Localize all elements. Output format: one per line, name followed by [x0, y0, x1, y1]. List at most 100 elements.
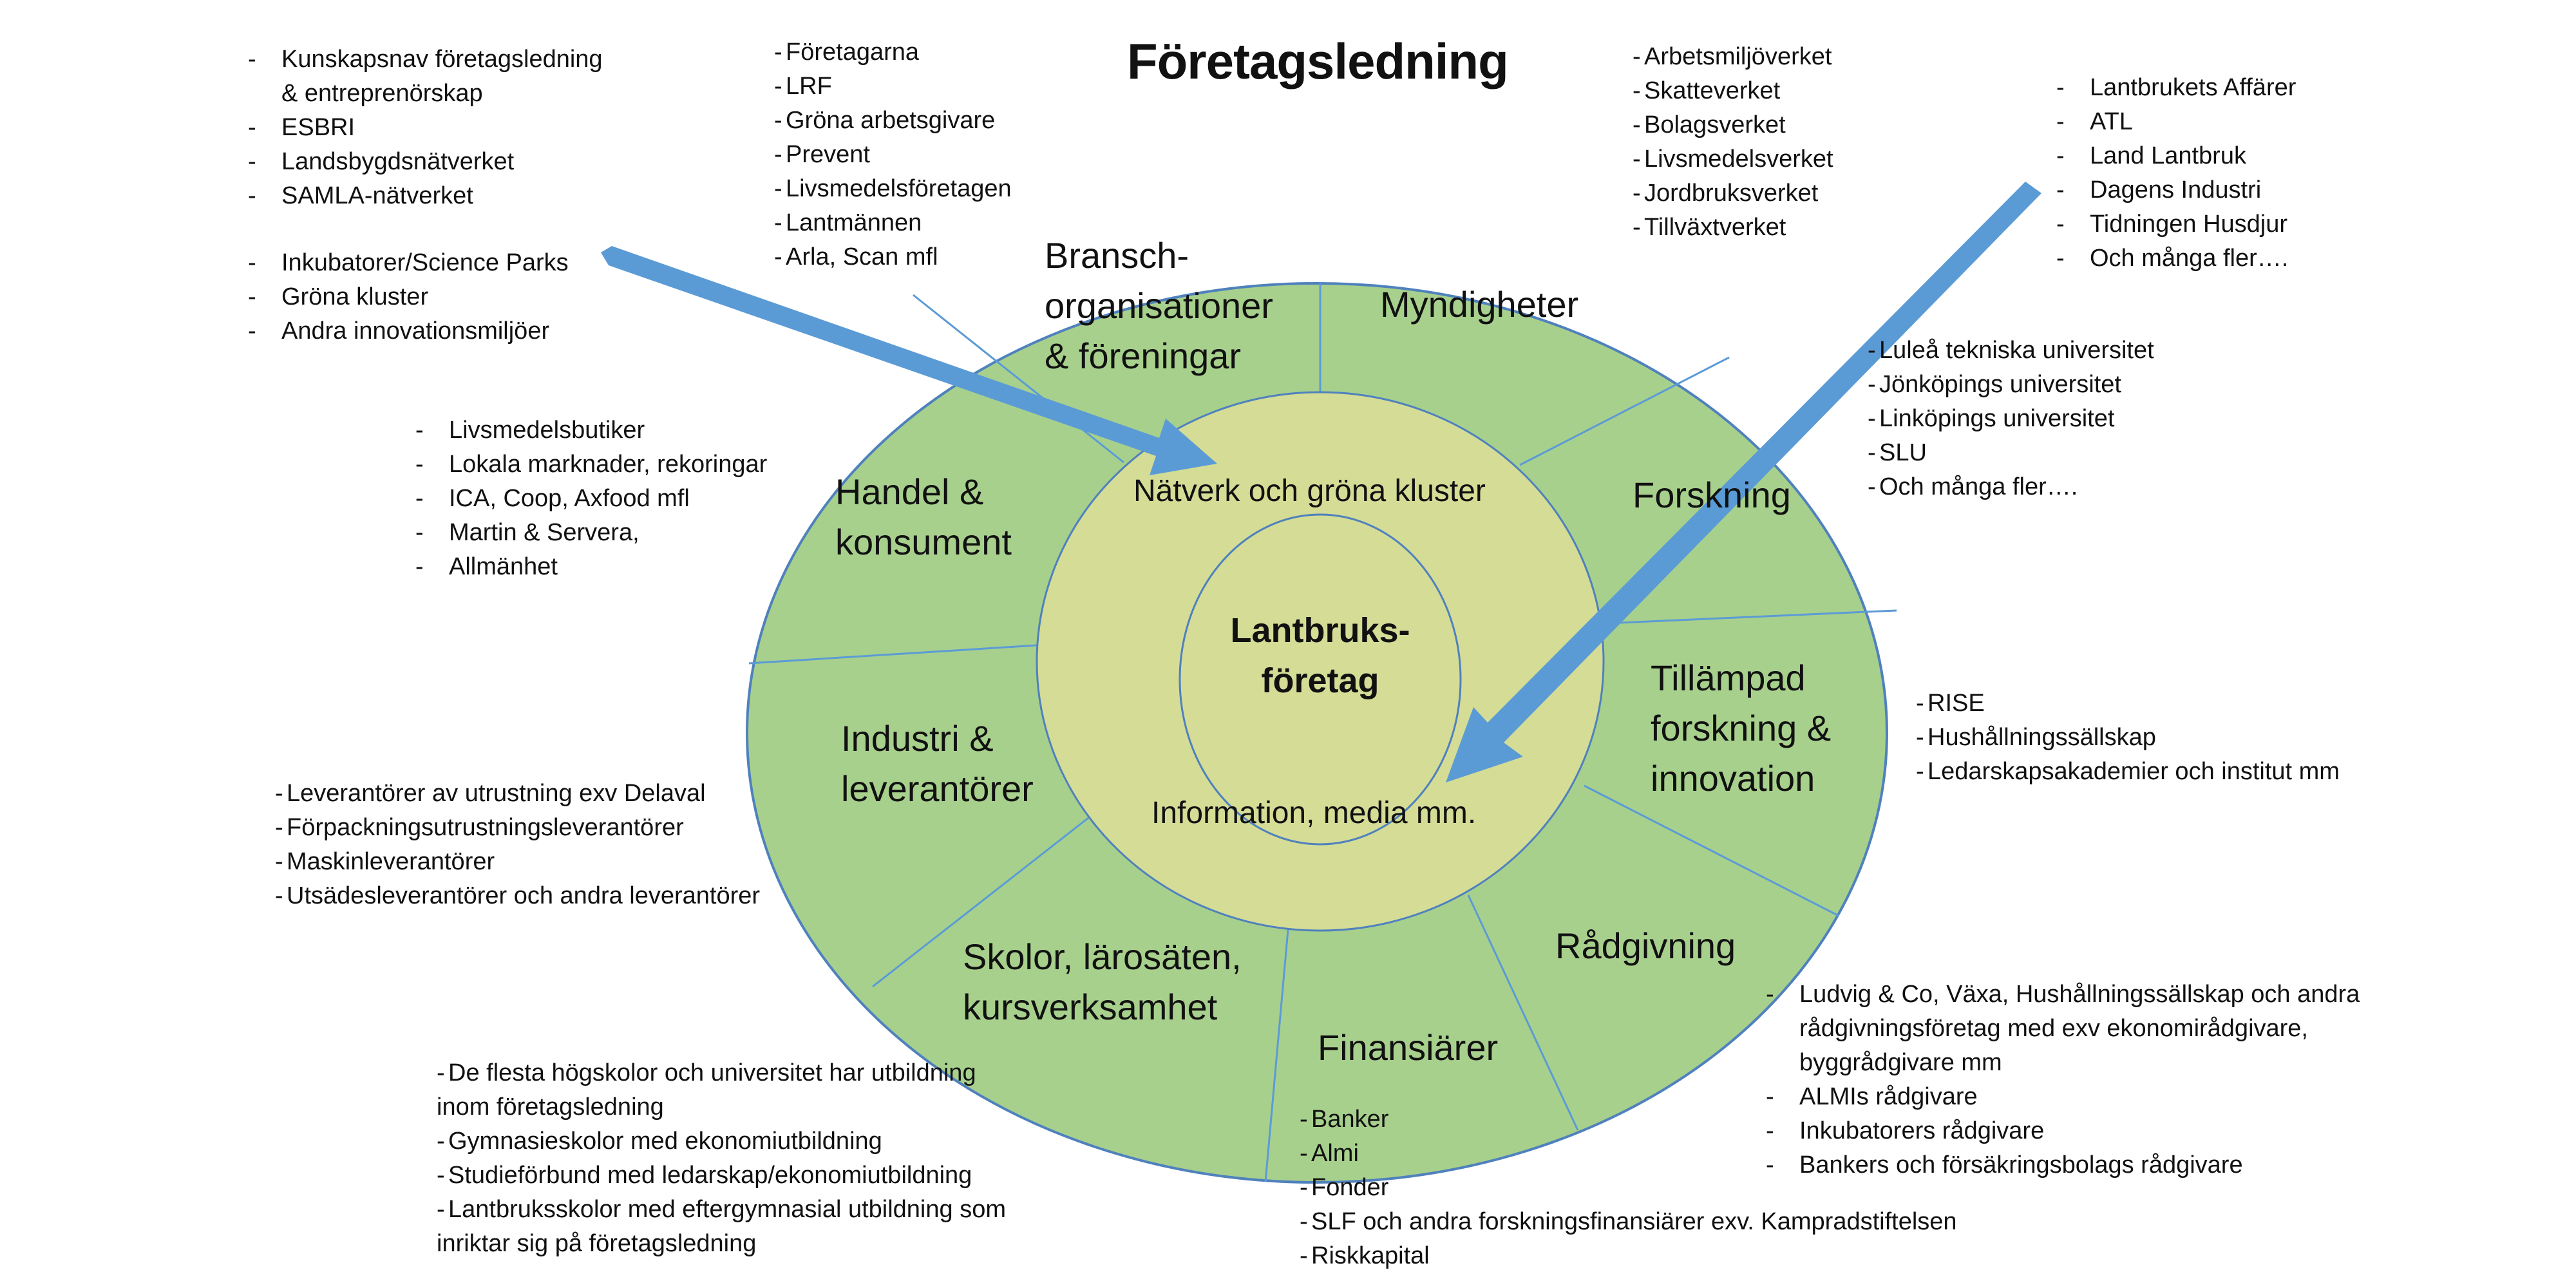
list-item-text: SAMLA-nätverket	[281, 182, 473, 209]
list-item-text: ICA, Coop, Axfood mfl	[449, 485, 690, 512]
list-item: -Fonder	[1300, 1171, 1957, 1205]
segment-line: Finansiärer	[1318, 1027, 1499, 1068]
bullet-dash: -	[1916, 724, 1924, 751]
bullet-dash: -	[774, 73, 782, 100]
list-item-text: Bolagsverket	[1644, 111, 1786, 138]
bullet-dash: -	[248, 182, 256, 209]
list-item: -Linköpings universitet	[1868, 402, 2154, 436]
bullet-dash: -	[275, 814, 283, 841]
bullet-dash: -	[774, 175, 782, 202]
list-item-text: Lantbrukets Affärer	[2090, 74, 2297, 101]
bullet-dash: -	[437, 1196, 445, 1223]
list-bransch: -Företagarna-LRF-Gröna arbetsgivare-Prev…	[774, 35, 1012, 274]
list-item-text: RISE	[1927, 690, 1985, 717]
list-item: -Hushållningssällskap	[1916, 721, 2340, 755]
bullet-dash: -	[437, 1128, 445, 1155]
segment-line: Myndigheter	[1380, 284, 1579, 325]
segment-line: & föreningar	[1045, 336, 1242, 376]
bullet-dash: -	[275, 882, 283, 909]
list-item: -Bankers och försäkringsbolags rådgivare	[1766, 1148, 2360, 1182]
list-item-text: SLU	[1879, 439, 1927, 466]
list-item: -Arbetsmiljöverket	[1633, 40, 1833, 74]
list-item: -Riskkapital	[1300, 1239, 1957, 1273]
arrow-networks-to-ring	[601, 246, 1217, 475]
bullet-dash: -	[1868, 337, 1876, 364]
list-item: -Luleå tekniska universitet	[1868, 334, 2154, 368]
list-item-text: Dagens Industri	[2090, 176, 2262, 204]
list-item-continuation: byggrådgivare mm	[1799, 1049, 2002, 1076]
list-item-text: Ledarskapsakademier och institut mm	[1927, 758, 2340, 785]
list-item: -SLF och andra forskningsfinansiärer exv…	[1300, 1205, 1957, 1239]
bullet-dash: -	[1300, 1242, 1308, 1269]
list-networks: -Kunskapsnav företagsledning& entreprenö…	[248, 43, 603, 213]
segment-finansiarer: Finansiärer	[1318, 1023, 1498, 1073]
list-item: -LRF	[774, 70, 1012, 104]
list-item-text: Bankers och försäkringsbolags rådgivare	[1799, 1151, 2243, 1179]
list-item-text: Almi	[1311, 1140, 1359, 1167]
list-item: -ESBRI	[248, 111, 603, 145]
bullet-dash: -	[1633, 111, 1641, 138]
bullet-dash: -	[437, 1162, 445, 1189]
list-item-text: Arla, Scan mfl	[786, 243, 938, 270]
segment-divider	[1605, 609, 1897, 625]
bullet-dash: -	[248, 283, 256, 310]
list-item: -Banker	[1300, 1103, 1957, 1137]
middle-ring-top-label: Nätverk och gröna kluster	[1133, 474, 1486, 508]
list-skolor: -De flesta högskolor och universitet har…	[437, 1056, 1006, 1261]
list-item: -Inkubatorer/Science Parks	[248, 246, 569, 280]
segment-line: Rådgivning	[1555, 925, 1736, 966]
list-item: -De flesta högskolor och universitet har…	[437, 1056, 1006, 1124]
list-item: -Gröna arbetsgivare	[774, 104, 1012, 138]
segment-tillampad: Tillämpad forskning & innovation	[1651, 653, 1831, 804]
list-item-text: Tillväxtverket	[1644, 214, 1786, 241]
segment-radgivning: Rådgivning	[1555, 921, 1736, 971]
segment-line: innovation	[1651, 758, 1815, 799]
list-item: -Ludvig & Co, Växa, Hushållningssällskap…	[1766, 978, 2360, 1080]
list-item-text: Jönköpings universitet	[1879, 371, 2121, 398]
bullet-dash: -	[1766, 1151, 1774, 1179]
list-item: -RISE	[1916, 687, 2340, 721]
bullet-dash: -	[774, 39, 782, 66]
bullet-dash: -	[1766, 1117, 1774, 1144]
list-innovation: -Inkubatorer/Science Parks-Gröna kluster…	[248, 246, 569, 348]
bullet-dash: -	[1766, 1083, 1774, 1110]
segment-divider	[872, 817, 1089, 988]
list-item-text: SLF och andra forskningsfinansiärer exv.…	[1311, 1208, 1957, 1235]
list-item-text: Och många fler….	[1879, 473, 2078, 500]
bullet-dash: -	[1633, 43, 1641, 70]
segment-handel: Handel & konsument	[835, 467, 1012, 567]
list-item: -Gröna kluster	[248, 280, 569, 314]
list-item-text: Studieförbund med ledarskap/ekonomiutbil…	[448, 1162, 972, 1189]
segment-line: kursverksamhet	[963, 987, 1218, 1027]
bullet-dash: -	[248, 317, 256, 345]
list-item-text: Skatteverket	[1644, 77, 1781, 104]
bullet-dash: -	[1868, 473, 1876, 500]
list-item-text: ATL	[2090, 108, 2133, 135]
segment-line: konsument	[835, 522, 1012, 562]
list-item: -Förpackningsutrustningsleverantörer	[275, 811, 760, 845]
list-item: -Och många fler….	[2056, 242, 2296, 276]
list-item-text: Inkubatorer/Science Parks	[281, 249, 569, 276]
list-item: -Och många fler….	[1868, 470, 2154, 504]
bullet-dash: -	[774, 209, 782, 236]
list-item-text: Hushållningssällskap	[1927, 724, 2156, 751]
list-item-text: Martin & Servera,	[449, 519, 639, 546]
bullet-dash: -	[1300, 1106, 1308, 1133]
list-item: -ALMIs rådgivare	[1766, 1080, 2360, 1114]
list-radgivning: -Ludvig & Co, Växa, Hushållningssällskap…	[1766, 978, 2360, 1182]
bullet-dash: -	[248, 148, 256, 175]
bullet-dash: -	[2056, 245, 2065, 272]
segment-line: Forskning	[1633, 475, 1791, 515]
bullet-dash: -	[2056, 74, 2065, 101]
list-item: -Andra innovationsmiljöer	[248, 314, 569, 348]
list-item-continuation: & entreprenörskap	[281, 80, 483, 107]
list-item-continuation: rådgivningsföretag med exv ekonomirådgiv…	[1799, 1015, 2308, 1042]
segment-divider	[1264, 929, 1289, 1182]
list-item: -Leverantörer av utrustning exv Delaval	[275, 777, 760, 811]
list-item-text: Livsmedelsbutiker	[449, 417, 645, 444]
list-item-text: ALMIs rådgivare	[1799, 1083, 1978, 1110]
list-item-text: Jordbruksverket	[1644, 180, 1819, 207]
bullet-dash: -	[1300, 1140, 1308, 1167]
list-item-text: Luleå tekniska universitet	[1879, 337, 2154, 364]
